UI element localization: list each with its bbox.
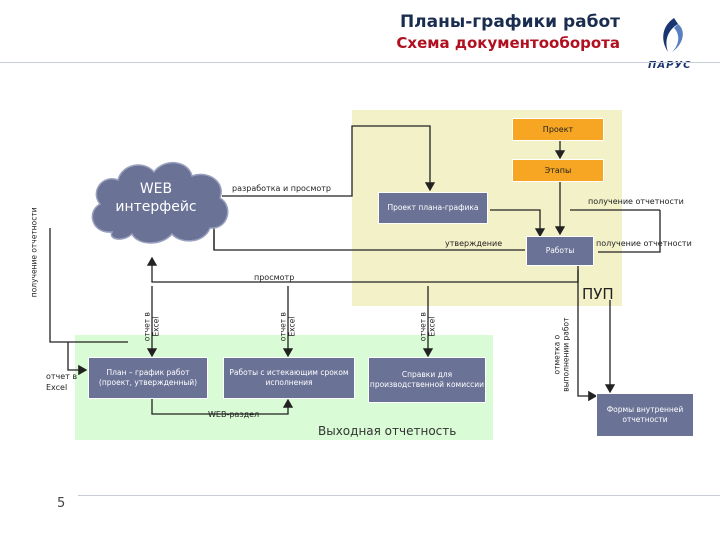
node-commission-reports: Справки для производственной комиссии [368, 357, 486, 403]
label-excel-3: отчет в Excel [418, 312, 436, 342]
cloud-shape [91, 162, 229, 244]
label-excel-1: отчет в Excel [142, 312, 160, 342]
page-subtitle: Схема документооборота [396, 34, 620, 52]
web-subtitle: интерфейс [115, 199, 197, 216]
node-plan-schedule: План – график работ (проект, утвержденны… [88, 357, 208, 399]
node-internal-forms: Формы внутренней отчетности [596, 393, 694, 437]
edge-view [146, 256, 579, 283]
label-get-reports-vertical: получение отчетности [29, 207, 39, 298]
node-plan-project: Проект плана-графика [378, 192, 488, 224]
node-project: Проект [512, 118, 604, 141]
label-dev-review: разработка и просмотр [232, 184, 331, 193]
label-view: просмотр [254, 273, 295, 282]
parus-logo-icon [652, 14, 696, 58]
label-excel-2: отчет в Excel [278, 312, 296, 342]
edge-get-reports-vertical [49, 228, 128, 343]
label-work-mark: отметка о выполнении работ [552, 317, 570, 392]
edge-get-reports-right [598, 210, 661, 253]
logo-text: ПАРУС [648, 60, 692, 71]
web-interface-label: WEB интерфейс [92, 180, 220, 216]
edge-excel-left [67, 342, 88, 376]
footer-divider [78, 495, 720, 496]
label-excel-left: отчет в Excel [46, 372, 78, 393]
page-title: Планы-графики работ [399, 12, 620, 32]
label-get-reports-1: получение отчетности [588, 197, 684, 206]
web-title: WEB [139, 181, 173, 197]
label-get-reports-2: получение отчетности [596, 239, 692, 248]
output-zone-label: Выходная отчетность [318, 424, 457, 438]
label-web-section: WEB-раздел [208, 410, 260, 419]
edge-plan-works [490, 209, 546, 238]
edge-work-mark [577, 270, 598, 402]
edge-dev-review [222, 125, 436, 197]
header-divider [0, 62, 720, 63]
node-works: Работы [526, 236, 594, 266]
edge-web-section [151, 398, 294, 415]
page-number: 5 [57, 496, 66, 511]
pup-label: ПУП [582, 285, 614, 303]
node-expiring-works: Работы с истекающим сроком исполнения [223, 357, 355, 399]
node-stages: Этапы [512, 159, 604, 182]
label-approval: утверждение [445, 239, 503, 248]
